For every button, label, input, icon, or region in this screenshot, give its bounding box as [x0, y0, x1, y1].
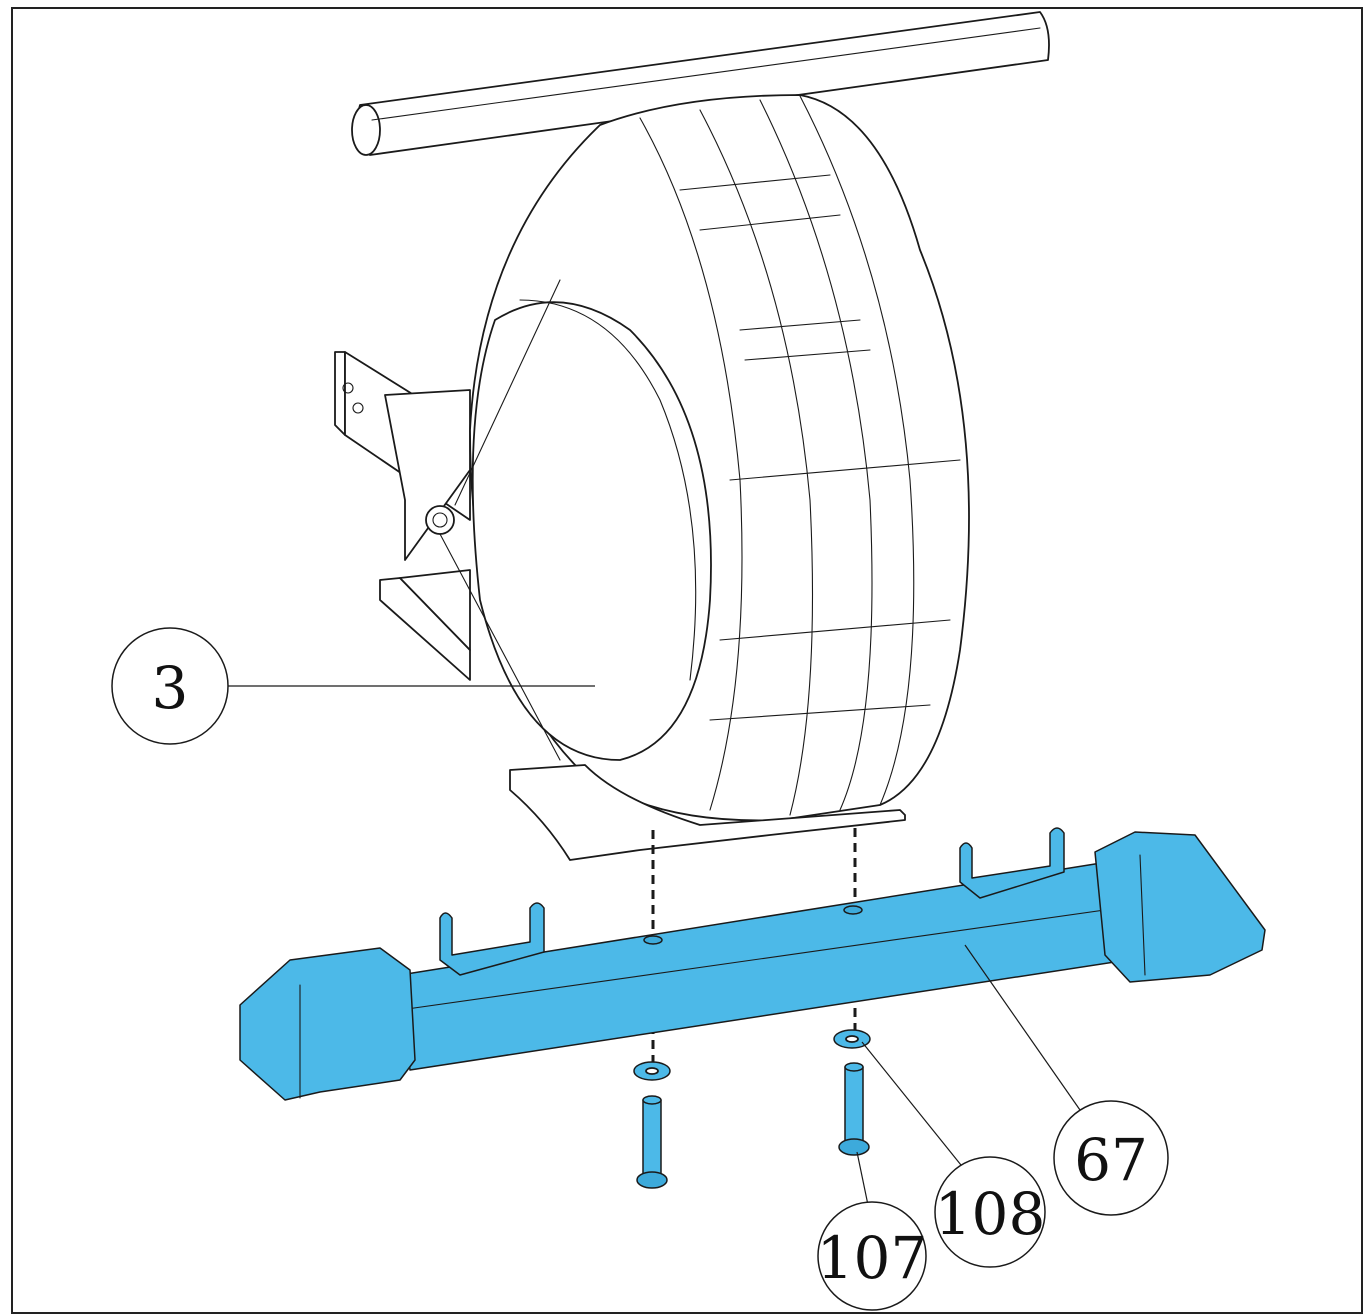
callout-67-label: 67 [1074, 1126, 1148, 1194]
page-frame [11, 7, 1363, 1314]
leader-line-67 [964, 944, 1081, 1111]
top-tube [351, 11, 1050, 156]
washer-108 [633, 1029, 871, 1081]
callout-108: 108 [934, 1156, 1046, 1268]
leader-line-107 [856, 1151, 869, 1206]
front-stabilizer [239, 827, 1266, 1101]
frame-bracket [334, 351, 471, 681]
callout-107-label: 107 [817, 1224, 928, 1292]
callout-3: 3 [111, 627, 229, 745]
callout-3-label: 3 [152, 654, 189, 722]
bolt-107 [636, 1062, 870, 1189]
callout-67: 67 [1053, 1100, 1169, 1216]
callout-107: 107 [817, 1201, 928, 1311]
fan-housing [425, 94, 970, 861]
callout-108-label: 108 [935, 1180, 1046, 1248]
leader-line-108 [861, 1041, 966, 1171]
